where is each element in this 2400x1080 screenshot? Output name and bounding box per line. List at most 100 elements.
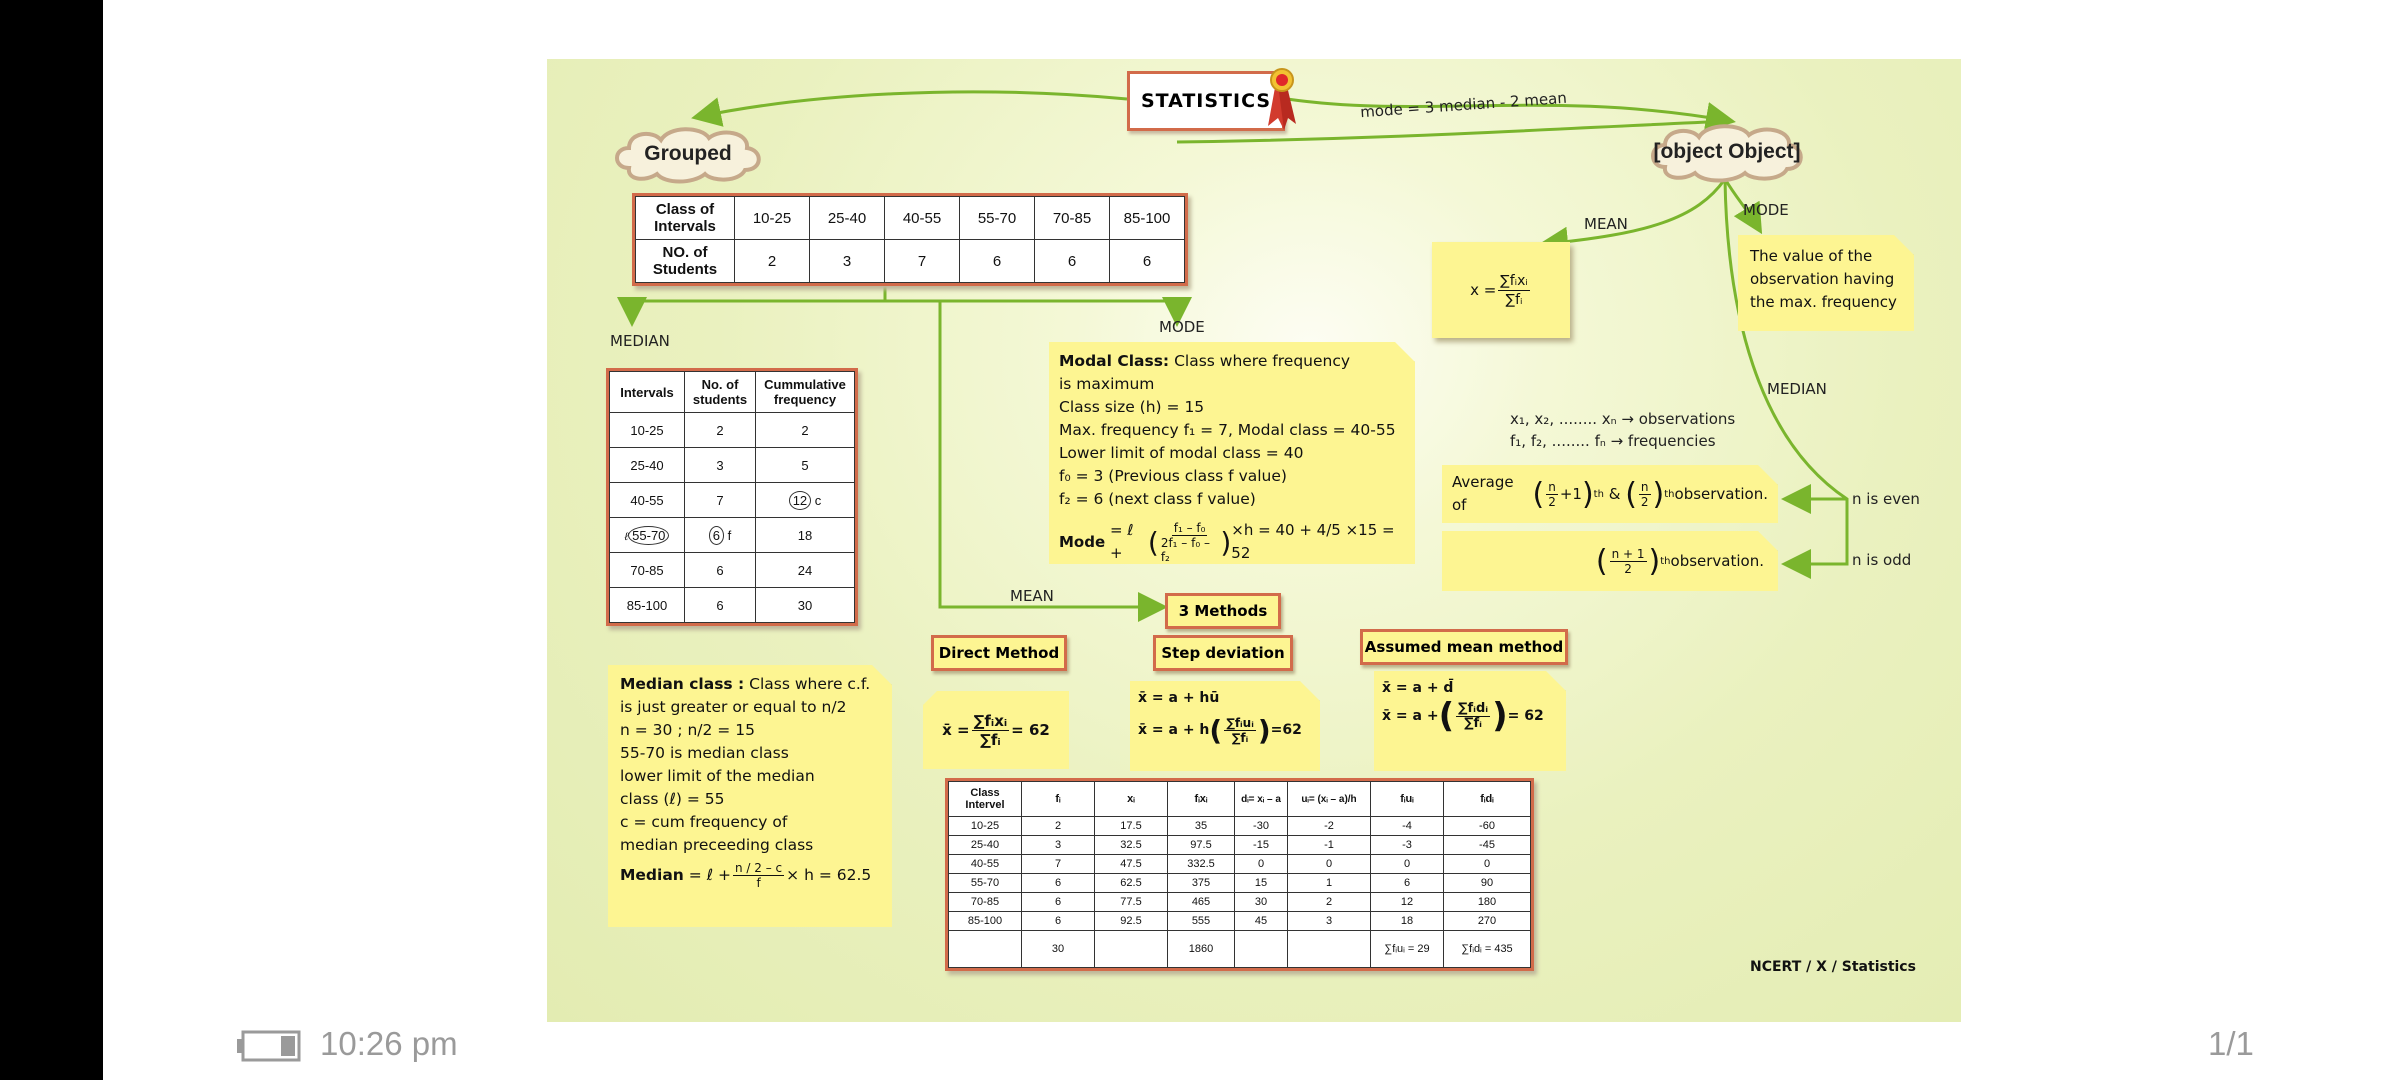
row-label: Class of Intervals xyxy=(635,196,735,240)
page-counter: 1/1 xyxy=(2208,1025,2254,1062)
table-cell: 6 xyxy=(684,552,756,588)
table-cell: 3 xyxy=(684,447,756,483)
circled-value: 6 xyxy=(708,525,724,545)
mean-branch-label: MEAN xyxy=(1010,587,1054,605)
table-cell: 6 xyxy=(1034,239,1110,283)
table-header: Intervals xyxy=(609,371,685,413)
three-methods-box: 3 Methods xyxy=(1165,593,1281,629)
table-cell: 7 xyxy=(684,482,756,518)
table-cell: 3 xyxy=(809,239,885,283)
table-row: NO. of Students 2 3 7 6 6 6 xyxy=(635,239,1185,283)
table-header: fᵢxᵢ xyxy=(1167,781,1235,817)
observations-line: x₁, x₂, ........ xₙ → observations xyxy=(1510,410,1736,428)
battery-icon xyxy=(237,1030,301,1062)
mark-c: c xyxy=(814,492,822,508)
step-formula: x̄ = a + hū x̄ = a + h( ∑fᵢuᵢ∑fᵢ )=62 xyxy=(1130,681,1320,771)
mode-note-line: Max. frequency f₁ = 7, Modal class = 40-… xyxy=(1059,421,1396,439)
assumed-mean-box: Assumed mean method xyxy=(1360,629,1568,665)
table-cell: 70-85 xyxy=(609,552,685,588)
mode-branch-label: MODE xyxy=(1159,318,1205,336)
statistics-poster: STATISTICS mode = 3 median - 2 mean Grou… xyxy=(547,59,1961,1022)
direct-formula: x̄ = ∑fᵢxᵢ∑fᵢ = 62 xyxy=(923,691,1069,769)
table-cell: 6 xyxy=(959,239,1035,283)
table-cell: 40-55 xyxy=(609,482,685,518)
left-black-bar xyxy=(0,0,103,1080)
mode-note-line: f₀ = 3 (Previous class f value) xyxy=(1059,467,1287,485)
table-header: Cummulative frequency xyxy=(755,371,855,413)
direct-method-box: Direct Method xyxy=(931,635,1067,671)
ungrouped-cloud: [object Object] xyxy=(1645,121,1809,183)
table-header: fᵢuᵢ xyxy=(1370,781,1444,817)
row-label: NO. of Students xyxy=(635,239,735,283)
table-cell: 5 xyxy=(755,447,855,483)
table-cell: 2 xyxy=(734,239,810,283)
grouped-label: Grouped xyxy=(644,142,732,165)
table-cell: 10-25 xyxy=(609,412,685,448)
assumed-formula: x̄ = a + d̄ x̄ = a +( ∑fᵢdᵢ∑fᵢ )= 62 xyxy=(1374,671,1566,771)
n-odd-label: n is odd xyxy=(1852,551,1912,569)
mode-note-line: is maximum xyxy=(1059,375,1155,393)
median-branch-label: MEDIAN xyxy=(610,332,670,350)
table-header: uᵢ= (xᵢ – a)/h xyxy=(1287,781,1371,817)
table-cell-frequency: 6 f xyxy=(684,517,756,553)
step-deviation-box: Step deviation xyxy=(1153,635,1293,671)
ribbon-badge-icon xyxy=(1268,68,1296,130)
grouped-cloud: Grouped xyxy=(609,124,767,184)
table-cell-cumulative: 12 c xyxy=(755,482,855,518)
mode-note-line: Lower limit of modal class = 40 xyxy=(1059,444,1304,462)
ungrouped-label: [object Object] xyxy=(1653,140,1801,163)
table-header: Class Intervel xyxy=(948,781,1022,817)
table-header: No. of students xyxy=(684,371,756,413)
mark-l: ℓ xyxy=(624,530,629,543)
median-table: Intervals No. of students Cummulative fr… xyxy=(606,368,858,626)
table-cell: 25-40 xyxy=(809,196,885,240)
table-cell: 18 xyxy=(755,517,855,553)
n-even-label: n is even xyxy=(1852,490,1920,508)
table-cell: 25-40 xyxy=(609,447,685,483)
table-cell: 30 xyxy=(755,587,855,623)
ungrouped-mean-formula: x = ∑fᵢxᵢ∑fᵢ xyxy=(1432,242,1570,338)
table-row: Intervals No. of students Cummulative fr… xyxy=(609,371,855,413)
mode-note: Modal Class: Class where frequency is ma… xyxy=(1049,342,1415,564)
frequencies-line: f₁, f₂, ........ fₙ → frequencies xyxy=(1510,432,1716,450)
circled-value: 55-70 xyxy=(628,525,670,545)
table-cell: 6 xyxy=(1109,239,1185,283)
circled-value: 12 xyxy=(788,490,812,510)
footer-label: NCERT / X / Statistics xyxy=(1750,959,1916,975)
table-cell: 85-100 xyxy=(1109,196,1185,240)
table-header: fᵢ xyxy=(1021,781,1095,817)
table-header: fᵢdᵢ xyxy=(1443,781,1531,817)
table-row: Class of Intervals 10-25 25-40 40-55 55-… xyxy=(635,196,1185,240)
table-cell: 70-85 xyxy=(1034,196,1110,240)
table-cell: 40-55 xyxy=(884,196,960,240)
status-time: 10:26 pm xyxy=(320,1025,458,1062)
table-cell: 55-70 xyxy=(959,196,1035,240)
table-cell: 7 xyxy=(884,239,960,283)
table-header: dᵢ= xᵢ – a xyxy=(1234,781,1288,817)
table-cell: 2 xyxy=(755,412,855,448)
table-cell: 85-100 xyxy=(609,587,685,623)
ungrouped-median-label: MEDIAN xyxy=(1767,380,1827,398)
median-note: Median class : Class where c.f. is just … xyxy=(608,665,892,927)
mark-f: f xyxy=(727,527,732,543)
table-cell: 24 xyxy=(755,552,855,588)
ungrouped-mode-note: The value of the observation having the … xyxy=(1738,235,1914,331)
connector-arrows xyxy=(617,90,1849,622)
table-header: xᵢ xyxy=(1094,781,1168,817)
